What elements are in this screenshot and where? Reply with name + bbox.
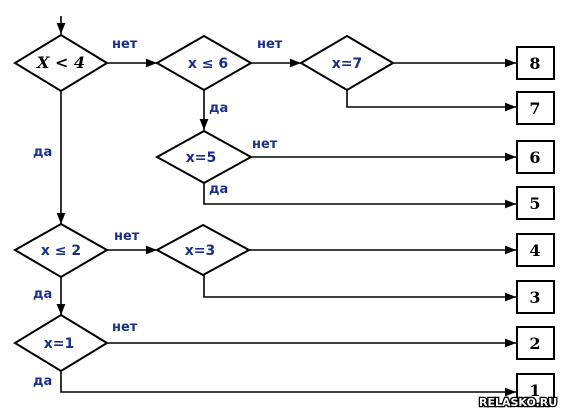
output-value: 3 [529,288,540,307]
decision-x-less-4: X < 4 [13,33,109,93]
no-label: нет [252,137,278,152]
decision-label: x=3 [185,243,216,259]
output-box-3: 3 [516,280,555,314]
decision-x-eq-1: x=1 [13,313,109,373]
edge-d6-out3 [203,275,516,302]
output-value: 7 [529,99,540,118]
decision-label: x ≤ 6 [188,56,228,72]
decision-label: X < 4 [36,53,85,72]
edge-d7-out1 [60,371,516,397]
output-box-5: 5 [516,186,555,220]
output-value: 6 [529,148,540,167]
output-box-1: 1 [516,373,555,407]
yes-label: да [33,287,52,302]
output-value: 4 [529,241,540,260]
decision-x-eq-3: x=3 [154,223,252,277]
yes-label: да [33,374,52,389]
output-box-4: 4 [516,233,555,267]
output-box-6: 6 [516,140,555,174]
decision-label: x ≤ 2 [41,243,81,259]
decision-label: x=5 [186,150,217,166]
output-box-2: 2 [516,326,555,360]
yes-label: да [209,101,228,116]
branch-labels: нет нет нет нет нет да да да да да [33,37,283,389]
edge-d3-out7 [346,90,516,112]
output-value: 5 [529,194,540,213]
decision-x-le-6: x ≤ 6 [154,34,254,92]
connectors [56,16,516,397]
decision-label: x=7 [332,56,363,72]
edge-d4-out5 [203,183,516,209]
output-box-7: 7 [516,91,555,125]
output-boxes: 8 7 6 5 4 3 2 1 [516,46,555,407]
yes-label: да [209,182,228,197]
output-value: 1 [529,381,540,400]
no-label: нет [112,320,138,335]
decision-x-eq-5: x=5 [154,129,254,185]
no-label: нет [112,37,138,52]
decision-label: x=1 [44,336,75,352]
yes-label: да [33,145,52,160]
no-label: нет [114,229,140,244]
decision-x-eq-7: x=7 [299,34,395,92]
decision-nodes: X < 4 x ≤ 6 x=7 x=5 x ≤ 2 x=3 x=1 [12,33,395,373]
watermark: RELASKO.RU [479,396,557,409]
output-box-8: 8 [516,46,555,80]
output-value: 2 [529,334,540,353]
decision-x-le-2: x ≤ 2 [12,222,110,279]
no-label: нет [257,37,283,52]
output-value: 8 [529,54,540,73]
